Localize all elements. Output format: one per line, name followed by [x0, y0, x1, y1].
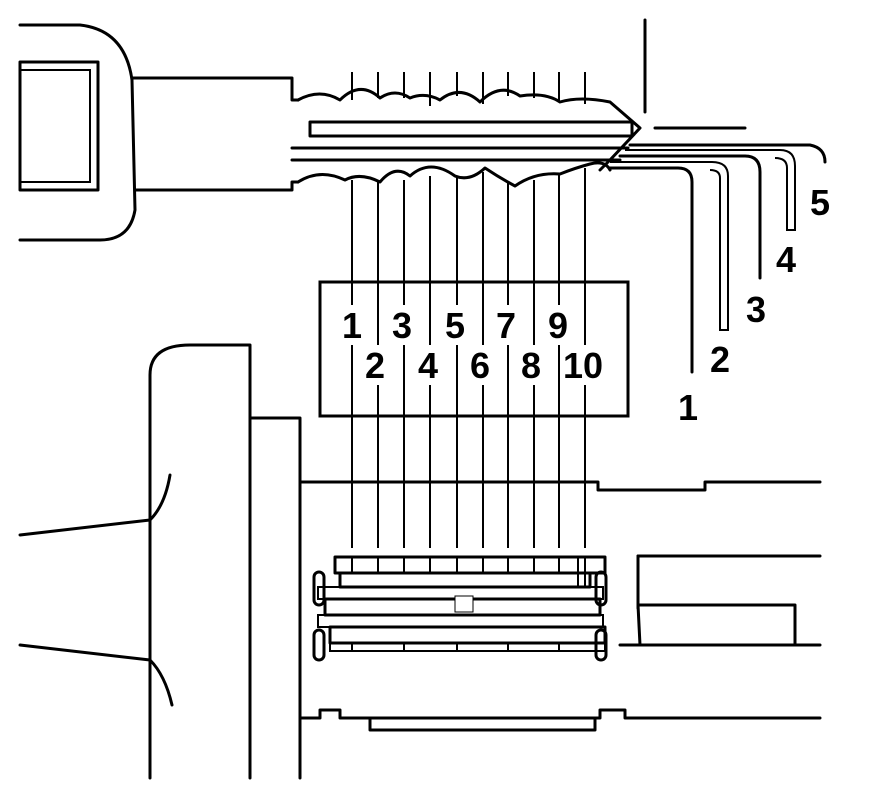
lock-housing [298, 480, 822, 732]
key-bow [18, 23, 300, 242]
pick-5 [628, 143, 827, 164]
chamber-label-box [318, 280, 630, 418]
chamber-label-7: 7 [496, 305, 516, 346]
pin-lines-in-box [351, 282, 586, 416]
pick-label-5: 5 [810, 182, 830, 223]
reference-lines [643, 18, 747, 130]
lock-picks [608, 143, 827, 374]
key-blade [290, 72, 642, 188]
pin-tumbler-assembly [312, 555, 608, 662]
chamber-label-3: 3 [392, 305, 412, 346]
lock-cylinder-body [18, 343, 302, 780]
pick-1 [608, 166, 694, 374]
pick-3 [618, 154, 762, 280]
pick-label-2: 2 [710, 339, 730, 380]
chamber-label-9: 9 [548, 305, 568, 346]
chamber-label-6: 6 [470, 345, 490, 386]
pick-label-1: 1 [678, 387, 698, 428]
chamber-label-8: 8 [521, 345, 541, 386]
chamber-label-5: 5 [445, 305, 465, 346]
pick-label-4: 4 [776, 239, 796, 280]
chamber-label-1: 1 [342, 305, 362, 346]
chamber-label-10: 10 [563, 345, 603, 386]
chamber-label-4: 4 [418, 345, 438, 386]
pick-label-3: 3 [746, 289, 766, 330]
chamber-label-2: 2 [365, 345, 385, 386]
